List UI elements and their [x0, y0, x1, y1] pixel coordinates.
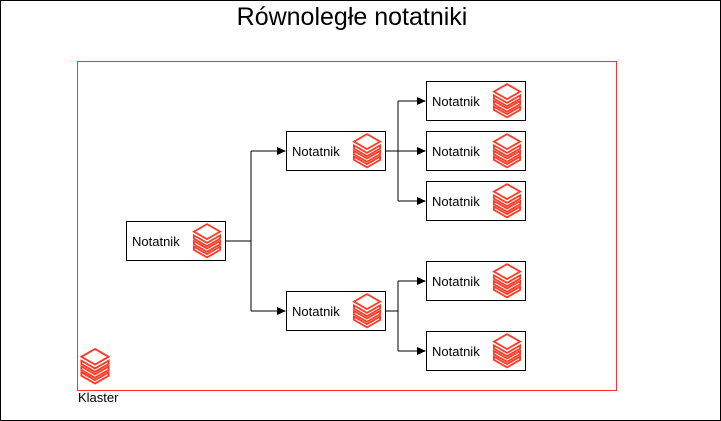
databricks-icon: [492, 333, 522, 369]
node-label: Notatnik: [432, 273, 480, 289]
page-title: Równoległe notatniki: [236, 3, 468, 31]
databricks-icon: [352, 133, 382, 169]
node-label: Notatnik: [292, 143, 340, 159]
node-label: Notatnik: [432, 143, 480, 159]
node-branch-bottom-notebook: Notatnik: [286, 291, 386, 331]
node-label: Notatnik: [292, 303, 340, 319]
node-leaf-bottom-2-notebook: Notatnik: [426, 331, 526, 371]
databricks-icon: [352, 293, 382, 329]
node-label: Notatnik: [432, 93, 480, 109]
cluster-boundary: [77, 61, 617, 391]
databricks-icon: [492, 183, 522, 219]
node-leaf-top-1-notebook: Notatnik: [426, 81, 526, 121]
node-leaf-bottom-1-notebook: Notatnik: [426, 261, 526, 301]
databricks-icon: [492, 263, 522, 299]
cluster-label: Klaster: [78, 390, 119, 405]
node-label: Notatnik: [432, 343, 480, 359]
node-leaf-top-3-notebook: Notatnik: [426, 181, 526, 221]
node-branch-top-notebook: Notatnik: [286, 131, 386, 171]
node-leaf-top-2-notebook: Notatnik: [426, 131, 526, 171]
databricks-icon: [192, 223, 222, 259]
node-root-notebook: Notatnik: [126, 221, 226, 261]
databricks-icon: [79, 348, 111, 385]
node-label: Notatnik: [432, 193, 480, 209]
databricks-icon: [492, 133, 522, 169]
node-label: Notatnik: [132, 233, 180, 249]
databricks-icon: [492, 83, 522, 119]
